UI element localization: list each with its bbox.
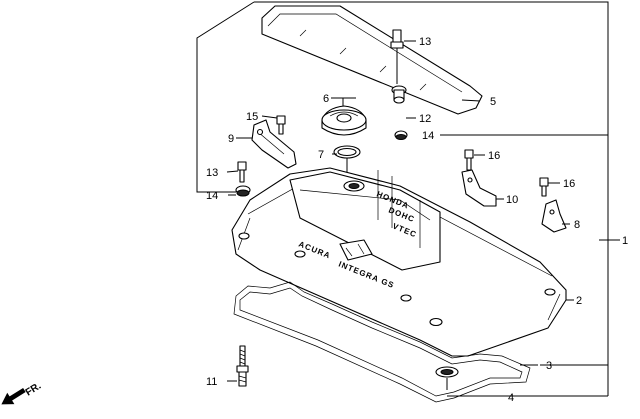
front-direction-label: FR. <box>24 381 44 399</box>
bracket-9 <box>236 119 297 169</box>
callout-2: 2 <box>576 295 582 307</box>
callout-9: 9 <box>228 133 234 145</box>
callout-6: 6 <box>323 93 329 105</box>
stud-bolt <box>227 345 249 387</box>
callout-3: 3 <box>546 360 552 372</box>
callout-5: 5 <box>490 96 496 108</box>
bolt-13-left <box>226 161 247 183</box>
callout-4: 4 <box>508 392 514 404</box>
callout-7: 7 <box>318 149 324 161</box>
spark-plug-tube-seal <box>435 366 500 397</box>
cylinder-head-cover: ACURA INTEGRA GS HONDA DOHC VTEC <box>231 167 574 357</box>
callout-15: 15 <box>246 111 258 123</box>
oil-filler-cap <box>321 97 367 136</box>
bolt-16-lower <box>539 177 560 197</box>
callout-10: 10 <box>506 194 518 206</box>
bolt-16-upper <box>464 149 485 171</box>
washer-14-upper <box>394 130 408 140</box>
front-direction-arrow-icon <box>1 387 26 405</box>
callout-16-upper: 16 <box>488 150 500 162</box>
front-direction-indicator: FR. <box>1 381 44 405</box>
bolt-13-upper <box>390 29 416 84</box>
head-cover-gasket <box>233 281 538 403</box>
assembly-bracket-outline <box>196 1 620 396</box>
leader-lines <box>500 239 608 397</box>
washer-14-left <box>228 185 251 197</box>
callout-13-upper: 13 <box>419 36 431 48</box>
filler-cap-gasket <box>332 145 361 182</box>
callout-8: 8 <box>574 219 580 231</box>
bracket-8 <box>541 199 570 233</box>
callout-12: 12 <box>419 113 431 125</box>
callout-13-left: 13 <box>206 167 218 179</box>
callout-14-upper: 14 <box>422 130 434 142</box>
callout-1: 1 <box>622 235 628 247</box>
callout-11: 11 <box>206 376 217 388</box>
bracket-10 <box>461 169 504 207</box>
grommet-12 <box>391 85 416 119</box>
ignition-wire-cover <box>261 5 483 115</box>
callout-16-lower: 16 <box>563 178 575 190</box>
callout-14-left: 14 <box>206 190 218 202</box>
bolt-15 <box>261 115 286 135</box>
